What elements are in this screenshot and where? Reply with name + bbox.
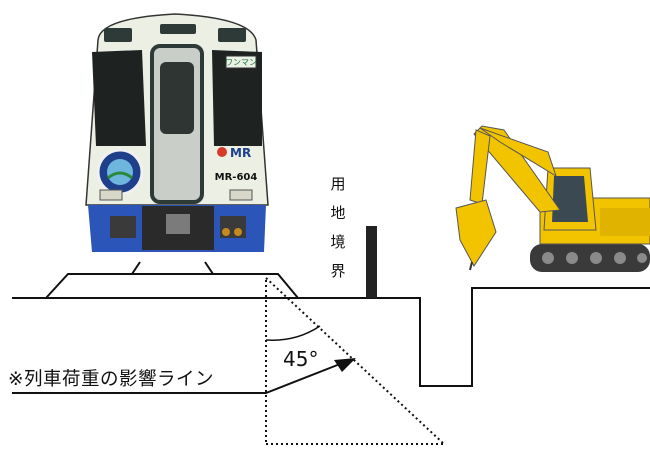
boundary-label-char: 地 — [330, 204, 346, 222]
angle-label: 45° — [283, 347, 319, 371]
angle-arc — [265, 325, 321, 341]
train-illustration: ワンマン MR MR-604 — [85, 13, 269, 252]
excavator-illustration — [455, 125, 650, 272]
influence-line-note: ※列車荷重の影響ライン — [8, 369, 215, 390]
boundary-label: 用 地 境 界 — [328, 170, 348, 286]
boundary-label-char: 用 — [330, 175, 346, 193]
car-number: MR-604 — [215, 172, 258, 183]
destination-sign: ワンマン — [225, 58, 257, 67]
influence-line — [265, 277, 446, 445]
ground-profile — [12, 287, 650, 387]
track-bed — [43, 273, 301, 299]
annotation-arrow — [12, 358, 356, 394]
boundary-label-char: 境 — [330, 233, 346, 251]
boundary-post — [366, 226, 377, 298]
boundary-label-char: 界 — [330, 262, 346, 280]
train-logo: MR — [230, 146, 251, 160]
